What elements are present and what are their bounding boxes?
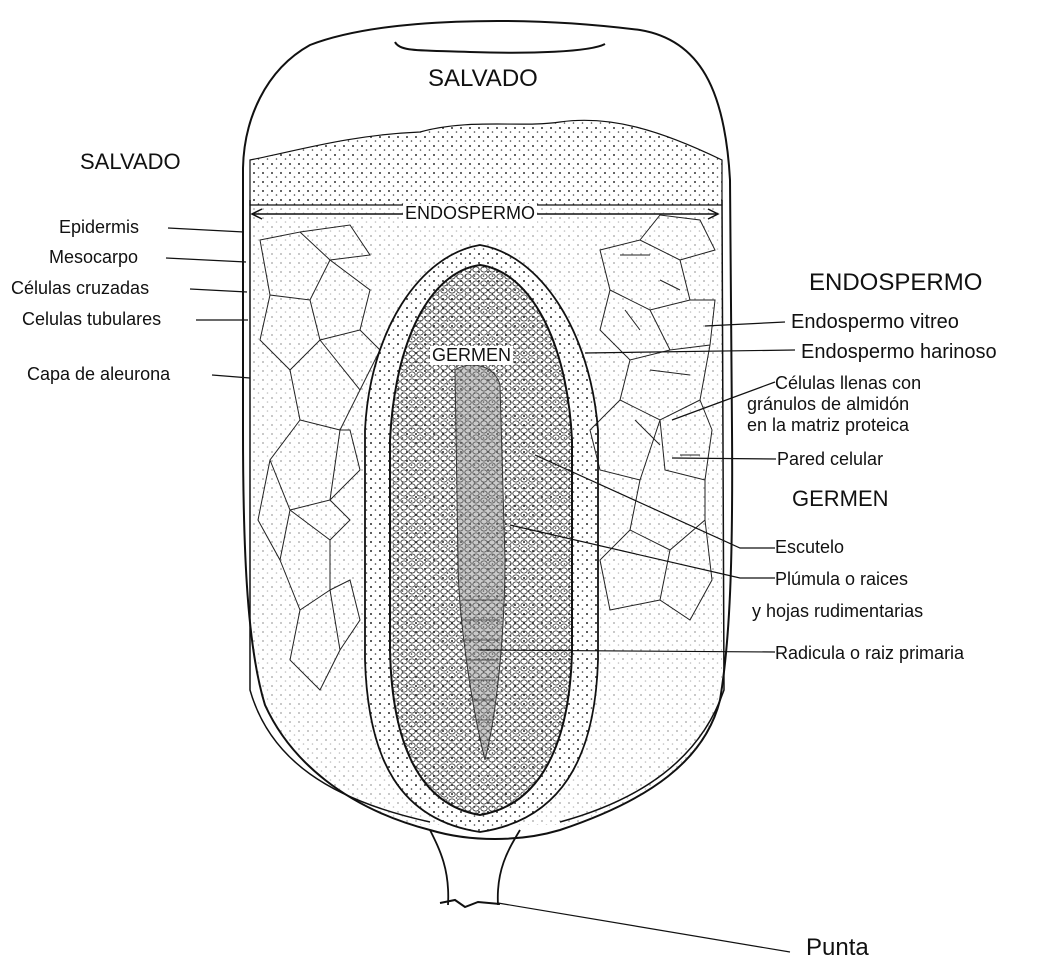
endosperm-crown [250, 120, 722, 205]
label-celulas-llenas-3: en la matriz proteica [747, 416, 909, 435]
label-endospermo-vitreo: Endospermo vitreo [791, 312, 959, 333]
label-salvado-left: SALVADO [80, 150, 181, 173]
salvado-top-bracket [395, 42, 605, 53]
label-pared-celular: Pared celular [777, 450, 883, 469]
label-plumula-2: y hojas rudimentarias [752, 602, 923, 621]
label-celulas-llenas-2: gránulos de almidón [747, 395, 909, 414]
label-epidermis: Epidermis [59, 218, 139, 237]
label-mesocarpo: Mesocarpo [49, 248, 138, 267]
label-salvado-top: SALVADO [428, 66, 538, 91]
label-escutelo: Escutelo [775, 538, 844, 557]
label-radicula: Radicula o raiz primaria [775, 644, 964, 663]
label-endospermo-harinoso: Endospermo harinoso [801, 342, 997, 363]
label-endospermo-band: ENDOSPERMO [403, 204, 537, 223]
label-punta: Punta [806, 935, 869, 960]
label-endospermo-right: ENDOSPERMO [809, 270, 982, 295]
label-celulas-cruzadas: Células cruzadas [11, 279, 149, 298]
label-germen-right: GERMEN [792, 487, 889, 510]
label-celulas-llenas-1: Células llenas con [775, 374, 921, 393]
left-leaders [166, 228, 250, 378]
label-capa-aleurona: Capa de aleurona [27, 365, 170, 384]
tip-base [440, 900, 500, 907]
label-celulas-tubulares: Celulas tubulares [22, 310, 161, 329]
label-plumula-1: Plúmula o raices [775, 570, 908, 589]
label-germen-inner: GERMEN [430, 346, 513, 365]
tip-cap [430, 830, 520, 905]
